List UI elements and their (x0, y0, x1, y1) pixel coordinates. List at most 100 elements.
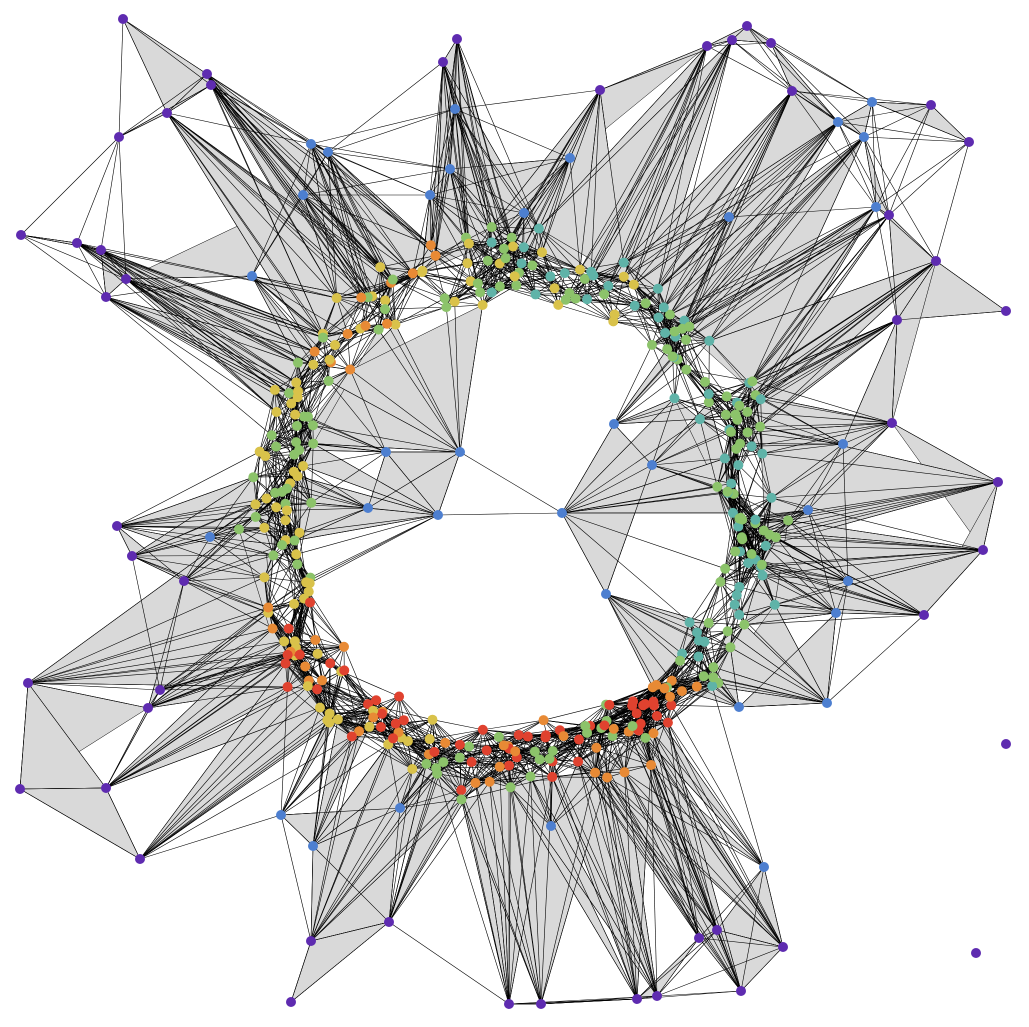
graph-node (759, 862, 769, 872)
edge (341, 671, 400, 697)
edge (444, 280, 471, 299)
edge (787, 443, 844, 521)
edge (530, 776, 542, 1005)
edge (456, 38, 505, 249)
graph-node (289, 636, 300, 647)
edge (293, 471, 369, 509)
edge (578, 739, 596, 773)
edge (183, 577, 265, 582)
graph-node (416, 267, 427, 278)
edge (302, 194, 337, 299)
graph-node (510, 746, 521, 757)
edge (935, 260, 1007, 312)
edge (498, 719, 544, 738)
edge (100, 249, 299, 363)
edge (651, 431, 732, 466)
edge (623, 39, 733, 263)
edge (685, 339, 727, 397)
edge (322, 296, 373, 338)
edge (209, 536, 283, 546)
edge (437, 512, 563, 516)
edge (720, 537, 743, 583)
edge (891, 422, 999, 483)
graph-node (398, 715, 409, 726)
graph-node (640, 732, 651, 743)
edge (645, 737, 742, 992)
edge (605, 464, 653, 595)
edge (923, 549, 984, 616)
edge (667, 722, 742, 992)
edge (706, 42, 772, 47)
edge (336, 279, 393, 299)
edge (530, 776, 658, 997)
edge (653, 733, 700, 939)
edge (774, 580, 849, 606)
edge (358, 730, 413, 770)
edge (131, 555, 185, 582)
edge (663, 136, 865, 308)
edge (100, 249, 337, 299)
edge (442, 61, 470, 244)
edge (349, 369, 461, 453)
edge (122, 18, 168, 114)
edge (267, 555, 274, 608)
edge (624, 772, 718, 931)
graph-node (664, 309, 675, 320)
graph-node (667, 351, 678, 362)
edge (442, 61, 456, 110)
edge (623, 39, 733, 277)
graph-node (648, 728, 659, 739)
edge (521, 263, 536, 295)
edge (605, 593, 698, 633)
edge (744, 604, 776, 625)
edge (446, 307, 461, 453)
edge (125, 278, 297, 383)
graph-node (511, 280, 522, 291)
edge (771, 497, 809, 511)
edge (791, 90, 865, 138)
edge (708, 604, 735, 624)
edge (755, 481, 999, 520)
edge (76, 242, 337, 299)
edge (674, 398, 701, 420)
graph-node (730, 546, 741, 557)
graph-node (530, 289, 541, 300)
edge (251, 275, 314, 365)
edge (708, 402, 726, 459)
graph-node (739, 619, 750, 630)
edge (336, 297, 386, 310)
edge (669, 206, 877, 315)
graph-node (323, 147, 333, 157)
edge (605, 593, 681, 661)
graph-node (354, 726, 365, 737)
edge (510, 776, 553, 788)
graph-node (430, 250, 441, 261)
graph-node (286, 997, 296, 1007)
edge (765, 545, 837, 614)
edge (432, 719, 472, 763)
edge (310, 767, 437, 942)
edge (623, 262, 665, 308)
edge (449, 108, 456, 170)
edge (302, 194, 431, 246)
edge (388, 781, 490, 923)
graph-node (527, 260, 538, 271)
edge (605, 593, 654, 688)
edge (166, 112, 362, 298)
edge (642, 660, 681, 706)
edge (317, 689, 369, 705)
graph-node (735, 438, 746, 449)
edge (454, 108, 467, 238)
edge (550, 761, 579, 827)
graph-node (631, 708, 642, 719)
graph-node (300, 661, 311, 672)
edge (105, 651, 291, 789)
edge (442, 61, 540, 229)
edge (251, 275, 315, 352)
graph-node (395, 803, 405, 813)
edge (116, 516, 256, 527)
edge (704, 381, 748, 433)
edge (367, 451, 387, 509)
edge (682, 206, 877, 330)
graph-node (375, 262, 386, 273)
